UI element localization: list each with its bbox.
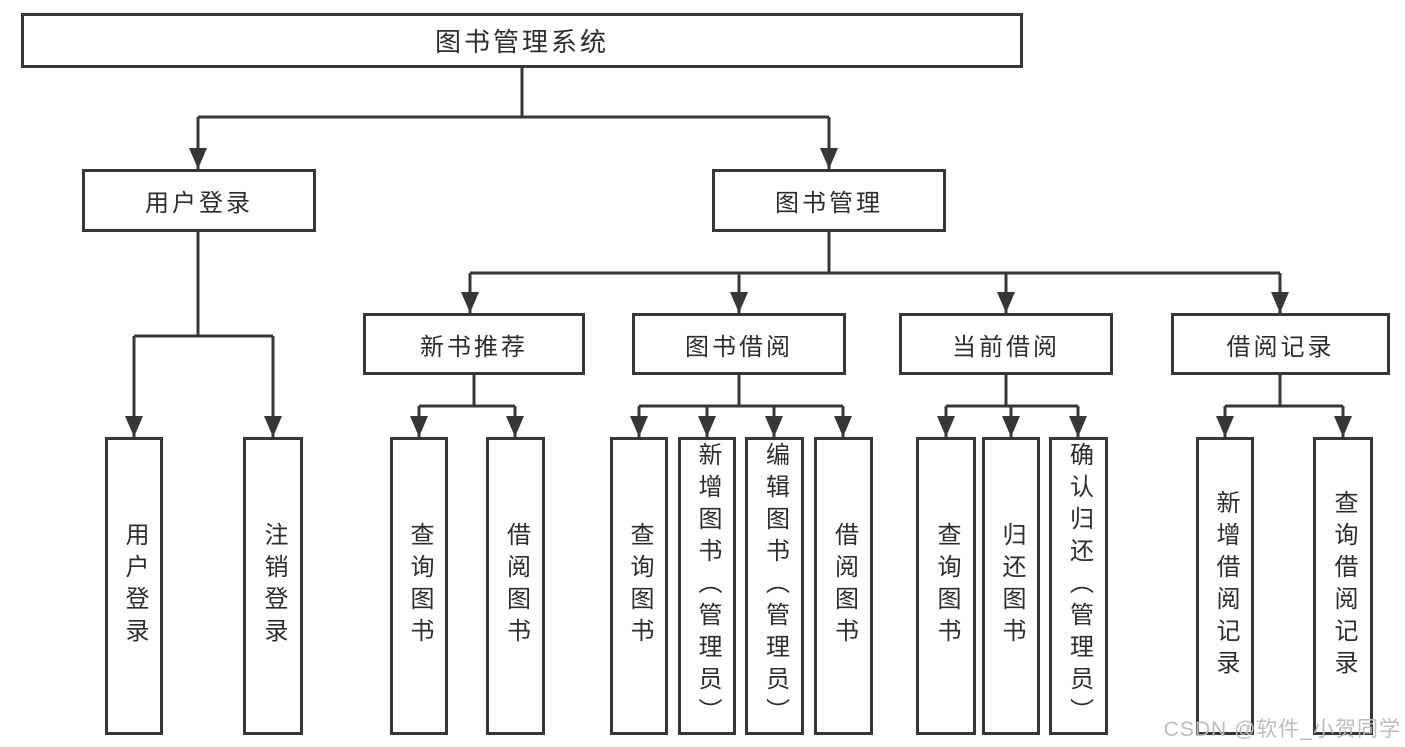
node-user-login-label: 用户登录 xyxy=(145,190,253,217)
leaf-return-books-label: 归还图书 xyxy=(998,522,1025,650)
node-library-system: 图书管理系统 xyxy=(21,13,1023,68)
leaf-query-borrow-record: 查询借阅记录 xyxy=(1313,437,1373,735)
node-current-borrowing-label: 当前借阅 xyxy=(952,333,1060,361)
leaf-user-login-label: 用户登录 xyxy=(121,522,148,650)
leaf-logout-label: 注销登录 xyxy=(260,522,287,650)
leaf-add-borrow-record: 新增借阅记录 xyxy=(1196,437,1254,735)
leaf-edit-books-admin-label: 编辑图书（管理员） xyxy=(761,442,789,730)
leaf-confirm-return-admin: 确认归还（管理员） xyxy=(1049,437,1108,735)
arrowheads xyxy=(125,148,1352,437)
leaf-borrow-books-recommend-label: 借阅图书 xyxy=(502,522,530,650)
node-current-borrowing: 当前借阅 xyxy=(899,313,1113,375)
leaf-query-books-borrowing: 查询图书 xyxy=(610,437,668,735)
node-borrowing-records: 借阅记录 xyxy=(1171,313,1390,375)
leaf-borrow-books-borrowing: 借阅图书 xyxy=(814,437,873,735)
leaf-borrow-books-borrowing-label: 借阅图书 xyxy=(830,522,858,650)
leaf-add-books-admin: 新增图书（管理员） xyxy=(678,437,736,735)
node-new-book-recommendation-label: 新书推荐 xyxy=(420,333,528,361)
leaf-user-login: 用户登录 xyxy=(105,437,163,735)
leaf-return-books: 归还图书 xyxy=(982,437,1040,735)
node-book-borrowing-label: 图书借阅 xyxy=(685,333,793,361)
node-book-management: 图书管理 xyxy=(712,169,946,232)
leaf-query-borrow-record-label: 查询借阅记录 xyxy=(1330,490,1357,682)
leaf-query-books-recommend-label: 查询图书 xyxy=(406,522,433,650)
leaf-query-books-current-label: 查询图书 xyxy=(933,522,960,650)
leaf-query-books-recommend: 查询图书 xyxy=(390,437,448,735)
leaf-borrow-books-recommend: 借阅图书 xyxy=(486,437,545,735)
leaf-query-books-current: 查询图书 xyxy=(916,437,976,735)
connector-path xyxy=(132,68,1345,437)
node-new-book-recommendation: 新书推荐 xyxy=(363,313,585,375)
leaf-confirm-return-admin-label: 确认归还（管理员） xyxy=(1065,442,1093,730)
node-library-system-label: 图书管理系统 xyxy=(434,27,609,57)
leaf-add-borrow-record-label: 新增借阅记录 xyxy=(1212,490,1239,682)
node-book-borrowing: 图书借阅 xyxy=(632,313,846,375)
node-user-login: 用户登录 xyxy=(82,169,316,232)
leaf-edit-books-admin: 编辑图书（管理员） xyxy=(745,437,804,735)
node-borrowing-records-label: 借阅记录 xyxy=(1226,333,1335,361)
node-book-management-label: 图书管理 xyxy=(775,190,883,217)
watermark: CSDN @软件_小贺同学 xyxy=(1163,718,1401,741)
leaf-add-books-admin-label: 新增图书（管理员） xyxy=(694,442,721,730)
leaf-logout: 注销登录 xyxy=(243,437,303,735)
leaf-query-books-borrowing-label: 查询图书 xyxy=(626,522,653,650)
